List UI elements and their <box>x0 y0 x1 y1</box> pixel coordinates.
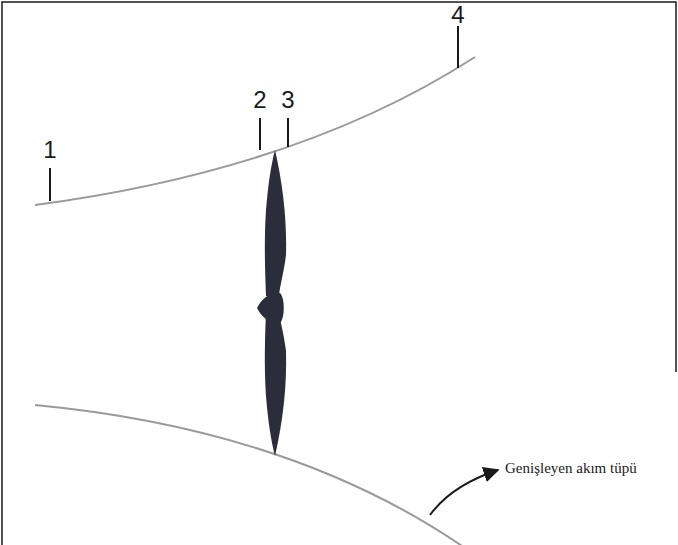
propeller <box>257 150 286 456</box>
propeller-blade <box>265 150 286 296</box>
station-number: 1 <box>43 138 56 162</box>
stream-tube-upper <box>35 57 475 205</box>
callout-label: Genişleyen akım tüpü <box>505 461 637 476</box>
propeller-blade <box>265 312 286 456</box>
station-number: 4 <box>451 3 464 27</box>
station-tick <box>457 26 459 68</box>
propeller-hub <box>257 293 284 323</box>
stream-tube-lower <box>35 405 475 545</box>
station-number: 3 <box>281 88 294 112</box>
station-tick <box>287 118 289 147</box>
station-tick <box>49 168 51 201</box>
station-number: 2 <box>253 88 266 112</box>
station-tick <box>259 118 261 150</box>
pointer-arrow <box>430 470 498 515</box>
